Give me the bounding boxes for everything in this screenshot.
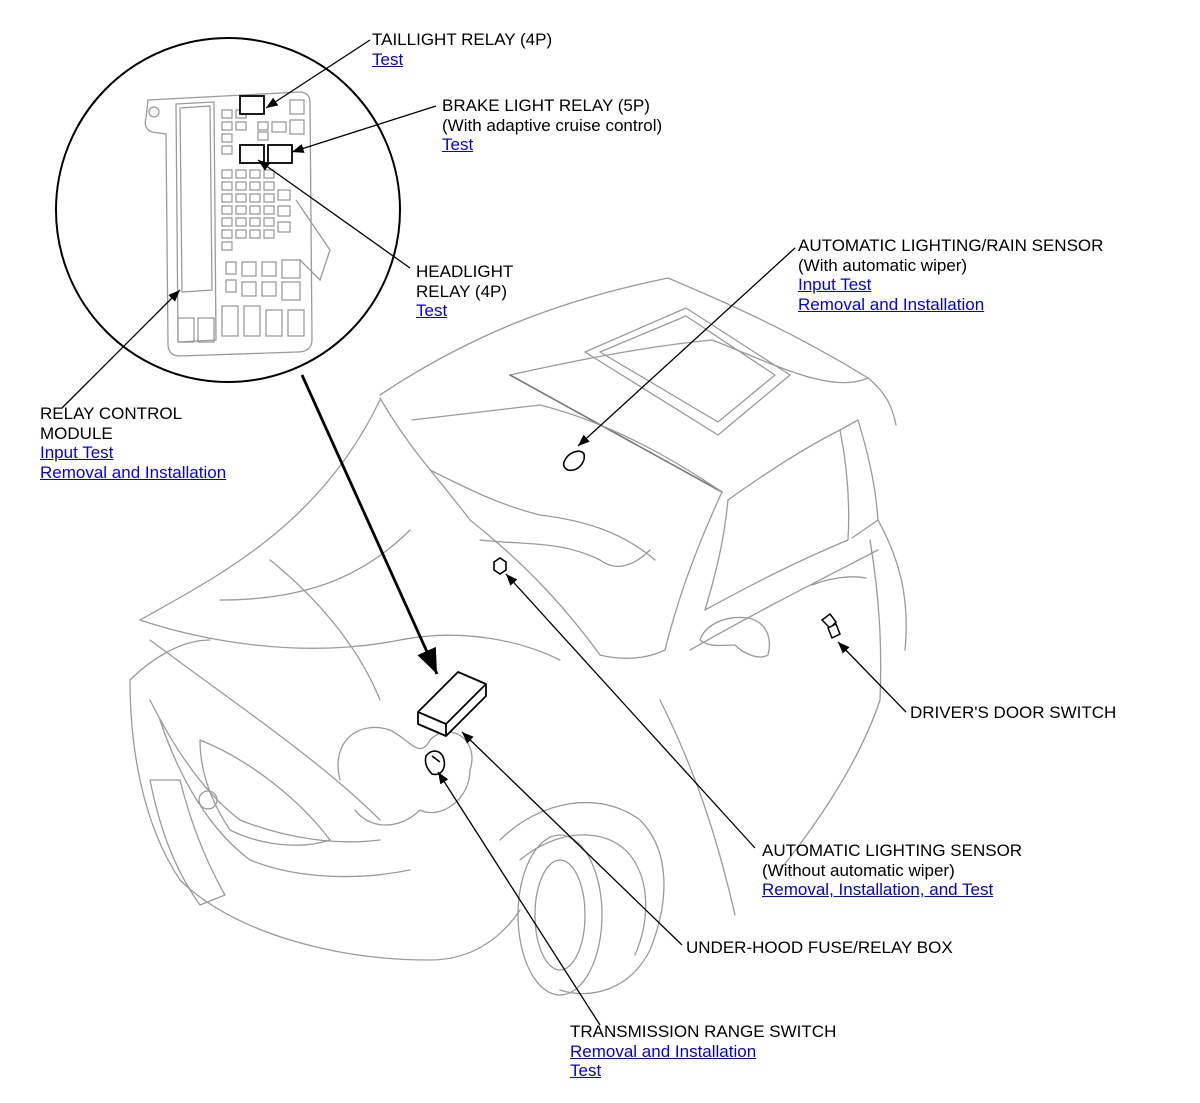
brake-light-relay-note: (With adaptive cruise control) xyxy=(442,115,663,135)
transmission-switch-title: TRANSMISSION RANGE SWITCH xyxy=(570,1022,837,1041)
lighting-sensor-test-link[interactable]: Removal, Installation, and Test xyxy=(762,880,994,899)
callout-taillight-relay: TAILLIGHT RELAY (4P) Test xyxy=(372,30,552,69)
lighting-sensor-note: (Without automatic wiper) xyxy=(762,860,955,880)
callout-brake-light-relay: BRAKE LIGHT RELAY (5P) (With adaptive cr… xyxy=(442,96,662,155)
rain-sensor-input-test-link[interactable]: Input Test xyxy=(798,275,872,294)
rain-sensor-shape xyxy=(562,450,586,472)
car-illustration xyxy=(129,277,907,996)
transmission-switch-test-link[interactable]: Test xyxy=(570,1061,602,1080)
drivers-door-switch-title: DRIVER'S DOOR SWITCH xyxy=(910,703,1117,722)
headlight-relay-test-link[interactable]: Test xyxy=(416,301,448,320)
taillight-relay-test-link[interactable]: Test xyxy=(372,49,404,69)
leader-lines xyxy=(61,39,907,1026)
callout-rain-sensor: AUTOMATIC LIGHTING/RAIN SENSOR (With aut… xyxy=(798,236,1103,314)
rain-sensor-note: (With automatic wiper) xyxy=(798,255,968,275)
fuse-box-title: UNDER-HOOD FUSE/RELAY BOX xyxy=(686,938,953,957)
headlight-relay-title-line1: HEADLIGHT xyxy=(416,262,514,281)
headlight-relay-title-line2: RELAY (4P) xyxy=(416,281,508,301)
lighting-sensor-title: AUTOMATIC LIGHTING SENSOR xyxy=(762,841,1023,860)
callout-under-hood-fuse-box: UNDER-HOOD FUSE/RELAY BOX xyxy=(686,938,953,958)
taillight-relay-title: TAILLIGHT RELAY (4P) xyxy=(372,30,553,49)
transmission-switch-shape xyxy=(424,750,446,776)
callout-headlight-relay: HEADLIGHT RELAY (4P) Test xyxy=(416,262,513,321)
relay-control-module-removal-link[interactable]: Removal and Installation xyxy=(40,462,227,482)
callout-relay-control-module: RELAY CONTROL MODULE Input Test Removal … xyxy=(40,404,226,482)
transmission-switch-removal-link[interactable]: Removal and Installation xyxy=(570,1041,757,1061)
callout-automatic-lighting-sensor: AUTOMATIC LIGHTING SENSOR (Without autom… xyxy=(762,841,1022,900)
rain-sensor-title: AUTOMATIC LIGHTING/RAIN SENSOR xyxy=(798,236,1104,255)
callout-transmission-range-switch: TRANSMISSION RANGE SWITCH Removal and In… xyxy=(570,1022,836,1081)
relay-control-module-title-line1: RELAY CONTROL xyxy=(40,404,183,423)
rain-sensor-removal-link[interactable]: Removal and Installation xyxy=(798,294,985,314)
brake-light-relay-title: BRAKE LIGHT RELAY (5P) xyxy=(442,96,650,115)
light-sensor-shape xyxy=(493,557,507,575)
callout-drivers-door-switch: DRIVER'S DOOR SWITCH xyxy=(910,703,1116,723)
fuse-relay-box-shape xyxy=(417,671,487,737)
relay-control-module-input-test-link[interactable]: Input Test xyxy=(40,443,114,462)
highlighted-relays xyxy=(239,95,293,164)
door-switch-shape xyxy=(820,612,841,640)
relay-control-module-title-line2: MODULE xyxy=(40,423,113,443)
magnifier-circle xyxy=(55,37,401,383)
brake-light-relay-test-link[interactable]: Test xyxy=(442,135,474,154)
